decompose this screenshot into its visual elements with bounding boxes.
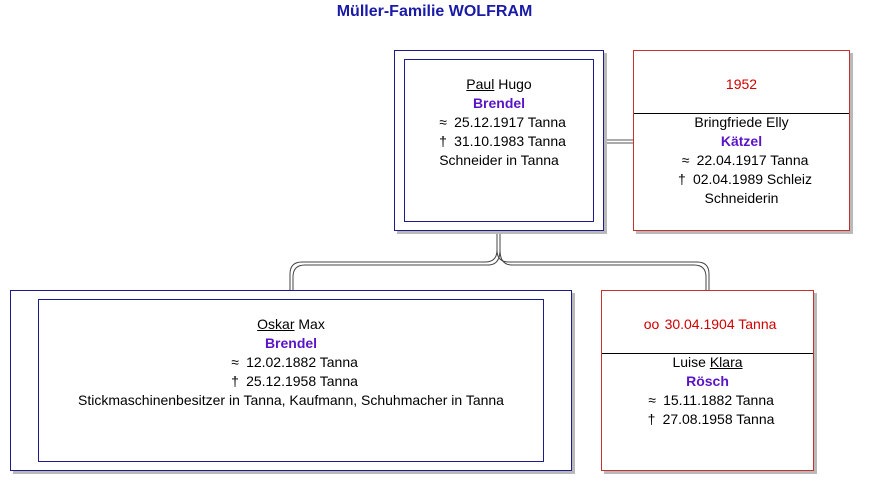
chart-title: Müller-Familie WOLFRAM [336, 3, 533, 20]
grandmother-details: Luise Klara Rösch ≈15.11.1882 Tanna †27.… [602, 353, 813, 429]
grandmother-birth: ≈15.11.1882 Tanna [602, 391, 813, 410]
person-box-grandfather[interactable]: Oskar Max Brendel ≈12.02.1882 Tanna †25.… [10, 290, 572, 471]
grandmother-death: †27.08.1958 Tanna [602, 410, 813, 429]
grandmother-separator [602, 353, 813, 354]
mother-marriage-date: 1952 [725, 76, 758, 92]
death-cross-icon: † [439, 133, 447, 149]
father-given-name: Paul Hugo [466, 76, 532, 92]
death-cross-icon: † [647, 411, 656, 427]
descent-line-inner [292, 231, 501, 291]
baptism-icon: ≈ [681, 152, 690, 168]
wedding-rings-icon: oo [643, 316, 660, 332]
mother-occupation: Schneiderin [704, 190, 779, 206]
baptism-icon: ≈ [439, 114, 447, 130]
death-cross-icon: † [231, 373, 239, 389]
mother-details: Bringfriede Elly Kätzel ≈22.04.1917 Tann… [634, 113, 849, 208]
person-box-grandfather-inner [38, 299, 544, 462]
descent-line-right [496, 249, 710, 291]
mother-separator [634, 113, 849, 114]
grandfather-occupation: Stickmaschinenbesitzer in Tanna, Kaufman… [78, 392, 504, 408]
person-box-father-inner [404, 59, 594, 222]
grandmother-given-name: Luise Klara [672, 354, 743, 370]
mother-surname: Kätzel [720, 133, 763, 149]
descent-line-right-inner [499, 249, 707, 291]
mother-birth: ≈22.04.1917 Tanna [634, 151, 849, 170]
grandfather-death: †25.12.1958 Tanna [11, 372, 571, 391]
father-birth: ≈25.12.1917 Tanna [395, 113, 603, 132]
mother-death: †02.04.1989 Schleiz [634, 170, 849, 189]
father-surname: Brendel [472, 95, 526, 111]
grandfather-given-name: Oskar Max [257, 316, 325, 332]
baptism-icon: ≈ [231, 354, 239, 370]
baptism-icon: ≈ [648, 392, 656, 408]
father-death: †31.10.1983 Tanna [395, 132, 603, 151]
mother-given-name: Bringfriede Elly [694, 114, 789, 130]
grandfather-birth: ≈12.02.1882 Tanna [11, 353, 571, 372]
descent-line [289, 231, 498, 291]
grandfather-details: Oskar Max Brendel ≈12.02.1882 Tanna †25.… [11, 315, 571, 410]
person-box-mother[interactable]: 1952 Bringfriede Elly Kätzel ≈22.04.1917… [633, 50, 850, 231]
grandmother-surname: Rösch [686, 373, 729, 389]
death-cross-icon: † [678, 171, 686, 187]
grandfather-surname: Brendel [264, 335, 318, 351]
father-details: Paul Hugo Brendel ≈25.12.1917 Tanna †31.… [395, 75, 603, 170]
person-box-father[interactable]: Paul Hugo Brendel ≈25.12.1917 Tanna †31.… [394, 50, 604, 231]
father-occupation: Schneider in Tanna [439, 152, 559, 168]
